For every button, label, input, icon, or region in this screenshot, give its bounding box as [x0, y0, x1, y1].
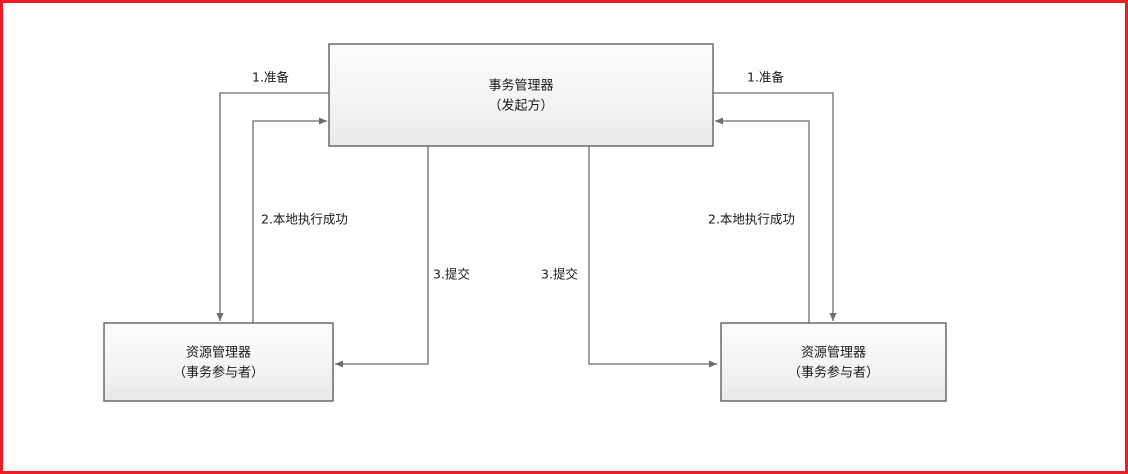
edge-prepare-right	[713, 92, 837, 321]
edge-prepare-left-label: 1.准备	[252, 70, 289, 85]
edge-commit-left	[335, 146, 429, 368]
resource-manager-right-box-rect	[720, 322, 947, 402]
transaction-manager-box-rect	[328, 43, 714, 147]
resource-manager-left-box-subtitle: （事务参与者）	[173, 365, 264, 381]
edge-labels-layer: 1.准备 2.本地执行成功 3.提交 1.准备 2.本地执行成功 3.提交	[252, 70, 795, 282]
resource-manager-right-box: 资源管理器 （事务参与者）	[720, 322, 947, 402]
nodes-layer: 事务管理器 （发起方） 资源管理器 （事务参与者） 资源管理器 （事务参与者）	[103, 43, 947, 402]
edges-layer	[216, 92, 837, 368]
edge-prepare-right-label: 1.准备	[747, 70, 784, 85]
edge-local-success-right-label: 2.本地执行成功	[708, 212, 795, 227]
transaction-manager-box: 事务管理器 （发起方）	[328, 43, 714, 147]
transaction-manager-box-title: 事务管理器	[488, 78, 553, 94]
resource-manager-right-box-subtitle: （事务参与者）	[788, 365, 879, 381]
resource-manager-right-box-title: 资源管理器	[801, 346, 866, 361]
resource-manager-left-box-title: 资源管理器	[186, 346, 251, 361]
resource-manager-left-box-rect	[103, 322, 334, 402]
two-phase-commit-diagram: 事务管理器 （发起方） 资源管理器 （事务参与者） 资源管理器 （事务参与者） 1.准备 2…	[103, 43, 947, 402]
edge-commit-right-label: 3.提交	[541, 267, 578, 282]
edge-commit-left-label: 3.提交	[433, 267, 470, 282]
edge-local-success-right	[715, 117, 810, 323]
edge-local-success-left	[252, 117, 327, 323]
resource-manager-left-box: 资源管理器 （事务参与者）	[103, 322, 334, 402]
edge-commit-right	[588, 146, 717, 368]
edge-local-success-left-label: 2.本地执行成功	[261, 212, 348, 227]
transaction-manager-box-subtitle: （发起方）	[488, 98, 553, 114]
edge-prepare-left	[216, 92, 329, 321]
